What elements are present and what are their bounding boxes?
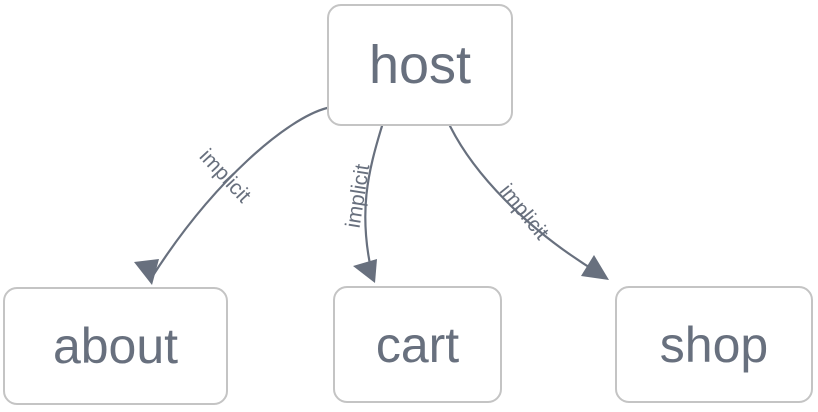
edge-path-host-about <box>150 106 329 279</box>
node-cart[interactable]: cart <box>333 286 502 403</box>
arrowhead-about <box>134 259 159 285</box>
arrowhead-shop <box>581 255 609 280</box>
node-shop[interactable]: shop <box>615 286 813 403</box>
edge-host-about[interactable] <box>134 106 329 285</box>
node-label-shop: shop <box>659 316 769 373</box>
node-label-about: about <box>52 318 179 374</box>
node-label-cart: cart <box>375 316 460 373</box>
edge-path-host-cart <box>364 124 384 276</box>
node-host[interactable]: host <box>327 4 513 126</box>
node-about[interactable]: about <box>3 287 228 405</box>
edge-host-shop[interactable] <box>448 124 609 280</box>
edge-host-cart[interactable] <box>353 124 384 283</box>
arrowhead-cart <box>353 259 377 283</box>
edge-path-host-shop <box>448 124 602 276</box>
node-label-host: host <box>368 35 472 95</box>
